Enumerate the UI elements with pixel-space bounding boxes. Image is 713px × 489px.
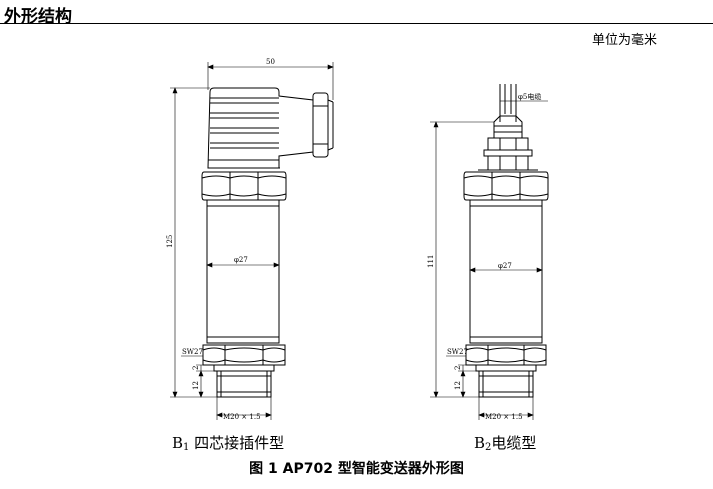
plug-ribs (208, 97, 279, 161)
lower-hex (202, 344, 286, 366)
dim-diameter-text: φ27 (234, 256, 248, 264)
dim-wrench-text-right: SW27 (447, 348, 468, 356)
figure-caption: 图 1 AP702 型智能变送器外形图 (249, 461, 464, 477)
dim-width-text: 50 (266, 58, 275, 66)
dim-gap-text-right: 2 (454, 366, 462, 370)
dim-thread-text-right: M20 × 1.5 (485, 413, 523, 421)
dim-diameter-text-right: φ27 (498, 262, 512, 270)
label-connector-type: B1 四芯接插件型 (172, 432, 284, 453)
lower-hex-right (465, 344, 547, 366)
unit-note: 单位为毫米 (592, 33, 658, 48)
label-prefix: B (172, 434, 184, 452)
label-text: 电缆型 (491, 434, 537, 452)
dim-height-text-right: 111 (427, 255, 435, 268)
cable-gland (312, 92, 334, 158)
cable-type-view (430, 84, 549, 420)
dimension-lines-right (430, 100, 548, 420)
strain-relief (493, 115, 523, 139)
neck (213, 364, 275, 372)
label-prefix: B (474, 434, 486, 452)
dim-thread-text: M20 × 1.5 (223, 413, 261, 421)
upper-hex-nut-right (463, 169, 549, 201)
dim-thread-len-text: 12 (192, 381, 200, 390)
dim-cable-text: φ5电缆 (518, 92, 541, 101)
label-sub: 2 (485, 442, 492, 453)
dim-thread-len-text-right: 12 (454, 381, 462, 390)
label-cable-type: B2电缆型 (474, 432, 536, 453)
body-cylinder (206, 199, 280, 344)
dim-wrench-text: SW27 (182, 348, 203, 356)
label-sub: 1 (183, 442, 190, 453)
thread-right (478, 370, 534, 398)
dim-gap-text: 2 (192, 366, 200, 370)
upper-hex-nut (201, 167, 287, 201)
body-cylinder-right (469, 199, 543, 344)
connector-type-view (170, 62, 334, 420)
thread (216, 370, 272, 398)
section-title: 外形结构 (4, 7, 72, 27)
dimension-lines-left (170, 62, 334, 420)
label-text: 四芯接插件型 (189, 434, 285, 452)
neck-right (475, 364, 537, 372)
dim-height-text: 125 (166, 235, 174, 248)
header-divider (0, 23, 713, 24)
gland-nut (483, 137, 533, 171)
